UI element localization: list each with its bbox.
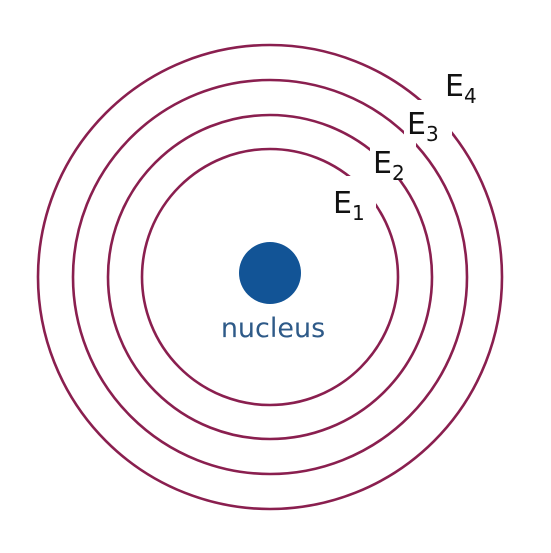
energy-level-label-e1: E1 (333, 186, 365, 225)
level-subscript: 2 (392, 161, 405, 185)
level-letter: E (373, 146, 392, 181)
orbits (36, 43, 504, 511)
level-letter: E (333, 186, 352, 221)
level-subscript: 3 (426, 122, 439, 146)
nucleus-label: nucleus (221, 313, 325, 344)
level-subscript: 1 (352, 201, 365, 225)
orbit-gap-e4 (442, 63, 490, 105)
orbit-e4 (36, 43, 504, 511)
energy-level-label-e3: E3 (407, 107, 439, 146)
level-letter: E (445, 69, 464, 104)
nucleus-icon (239, 242, 301, 304)
masks-over-orbits (330, 63, 490, 218)
orbit-gap-e3 (404, 100, 452, 142)
orbit-gap-e2 (370, 138, 416, 180)
energy-level-label-e2: E2 (373, 146, 405, 185)
level-letter: E (407, 107, 426, 142)
energy-level-label-e4: E4 (445, 69, 477, 108)
orbit-e3 (71, 78, 469, 476)
orbit-e2 (106, 113, 434, 441)
level-subscript: 4 (464, 84, 477, 108)
orbit-gap-e1 (330, 176, 376, 218)
orbit-e1 (140, 147, 400, 407)
